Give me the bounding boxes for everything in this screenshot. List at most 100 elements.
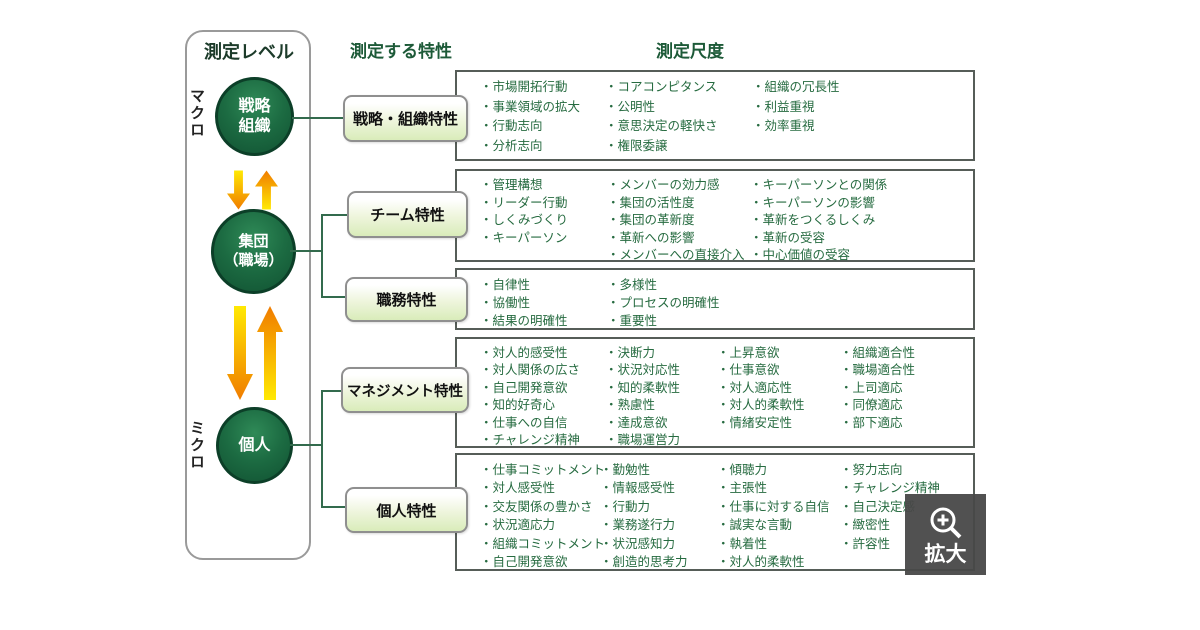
scale-item: ・許容性 bbox=[840, 536, 891, 551]
scale-item: ・勤勉性 bbox=[600, 463, 651, 477]
scale-item: ・自己開発意欲 bbox=[480, 380, 568, 395]
scale-item: ・コアコンピタンス bbox=[605, 80, 718, 94]
scale-box-management: ・対人的感受性・対人関係の広さ・自己開発意欲・知的好奇心・仕事への自信・チャレン… bbox=[455, 337, 975, 448]
scale-box-team: ・管理構想・リーダー行動・しくみづくり・キーパーソン・メンバーの効力感・集団の活… bbox=[455, 169, 975, 262]
scale-column: ・決断力・状況対応性・知的柔軟性・熟慮性・達成意欲・職場運営力 bbox=[605, 345, 680, 449]
micro-label: ミクロ bbox=[188, 420, 205, 471]
scale-item: ・革新の受容 bbox=[750, 230, 826, 245]
scale-column: ・仕事コミットメント・対人感受性・交友関係の豊かさ・状況適応力・組織コミットメン… bbox=[480, 461, 605, 571]
scale-column: ・傾聴力・主張性・仕事に対する自信・誠実な言動・執着性・対人的柔軟性 bbox=[717, 461, 830, 571]
scale-item: ・情報感受性 bbox=[600, 481, 676, 496]
scale-column: ・市場開拓行動・事業領域の拡大・行動志向・分析志向 bbox=[480, 78, 580, 156]
scale-column: ・組織の冗長性・利益重視・効率重視 bbox=[752, 78, 840, 137]
scale-item: ・決断力 bbox=[605, 346, 656, 360]
trait-box-management: マネジメント特性 bbox=[341, 367, 469, 413]
scale-item: ・交友関係の豊かさ bbox=[480, 499, 593, 514]
scale-item: ・状況感知力 bbox=[600, 536, 676, 551]
scale-item: ・リーダー行動 bbox=[480, 195, 568, 210]
node-label: 戦略 bbox=[238, 97, 271, 115]
scale-header: 測定尺度 bbox=[656, 42, 724, 61]
scale-item: ・職場適合性 bbox=[840, 363, 916, 378]
trait-box-individual: 個人特性 bbox=[345, 487, 468, 533]
trait-box-job: 職務特性 bbox=[345, 277, 468, 322]
magnifier-plus-icon bbox=[930, 507, 961, 539]
scale-item: ・公明性 bbox=[605, 99, 656, 114]
scale-item: ・管理構想 bbox=[480, 178, 543, 192]
scale-column: ・自律性・協働性・結果の明確性 bbox=[480, 276, 568, 330]
scale-item: ・キーパーソン bbox=[480, 230, 568, 245]
scale-column: ・コアコンピタンス・公明性・意思決定の軽快さ・権限委譲 bbox=[605, 78, 718, 156]
scale-item: ・仕事に対する自信 bbox=[717, 499, 830, 514]
scale-item: ・対人的柔軟性 bbox=[717, 555, 805, 570]
connector-line bbox=[292, 117, 343, 119]
zoom-button-label: 拡大 bbox=[924, 543, 967, 566]
trait-box-team: チーム特性 bbox=[347, 191, 468, 238]
connector-line bbox=[321, 214, 348, 216]
connector-line bbox=[321, 390, 323, 508]
scale-item: ・対人的柔軟性 bbox=[717, 398, 805, 413]
scale-item: ・効率重視 bbox=[752, 119, 815, 133]
scale-item: ・仕事への自信 bbox=[480, 415, 568, 430]
scale-item: ・集団の活性度 bbox=[607, 195, 695, 210]
scale-item: ・達成意欲 bbox=[605, 415, 668, 430]
zoom-expand-button[interactable]: 拡大 bbox=[905, 494, 986, 575]
scale-item: ・業務遂行力 bbox=[600, 518, 676, 533]
scale-item: ・分析志向 bbox=[480, 138, 543, 153]
scale-item: ・革新への影響 bbox=[607, 230, 695, 245]
down-arrow-icon bbox=[227, 306, 253, 400]
scale-box-individual: ・仕事コミットメント・対人感受性・交友関係の豊かさ・状況適応力・組織コミットメン… bbox=[455, 453, 975, 571]
scale-column: ・組織適合性・職場適合性・上司適応・同僚適応・部下適応 bbox=[840, 345, 915, 432]
node-label: 個人 bbox=[238, 436, 271, 454]
scale-column: ・上昇意欲・仕事意欲・対人適応性・対人的柔軟性・情緒安定性 bbox=[717, 345, 805, 432]
scale-item: ・状況適応力 bbox=[480, 518, 556, 533]
level-node-group-workplace: 集団 （職場） bbox=[211, 209, 296, 294]
scale-item: ・メンバーの効力感 bbox=[607, 178, 720, 192]
scale-item: ・権限委譲 bbox=[605, 138, 668, 153]
scale-item: ・創造的思考力 bbox=[600, 555, 688, 570]
scale-item: ・対人適応性 bbox=[717, 380, 793, 395]
scale-item: ・行動志向 bbox=[480, 119, 543, 133]
scale-item: ・市場開拓行動 bbox=[480, 80, 568, 94]
up-arrow-icon bbox=[257, 306, 283, 400]
scale-item: ・執着性 bbox=[717, 536, 768, 551]
level-node-strategy-organization: 戦略 組織 bbox=[215, 77, 294, 156]
scale-item: ・自律性 bbox=[480, 278, 531, 292]
scale-item: ・チャレンジ精神 bbox=[840, 481, 940, 496]
down-arrow-icon bbox=[227, 170, 250, 210]
connector-line bbox=[321, 296, 346, 298]
scale-item: ・多様性 bbox=[607, 278, 658, 292]
scale-item: ・組織の冗長性 bbox=[752, 80, 840, 94]
scale-item: ・努力志向 bbox=[840, 463, 903, 477]
scale-item: ・状況対応性 bbox=[605, 363, 681, 378]
scale-item: ・仕事意欲 bbox=[717, 363, 780, 378]
scale-item: ・熟慮性 bbox=[605, 398, 656, 413]
level-header: 測定レベル bbox=[204, 42, 294, 62]
scale-item: ・上司適応 bbox=[840, 380, 903, 395]
trait-header: 測定する特性 bbox=[350, 42, 452, 61]
macro-label: マクロ bbox=[188, 88, 205, 139]
scale-item: ・チャレンジ精神 bbox=[480, 433, 580, 448]
scale-item: ・対人関係の広さ bbox=[480, 363, 581, 378]
scale-item: ・対人的感受性 bbox=[480, 346, 568, 360]
scale-item: ・仕事コミットメント bbox=[480, 463, 606, 477]
scale-item: ・誠実な言動 bbox=[717, 518, 793, 533]
scale-item: ・協働性 bbox=[480, 296, 531, 310]
scale-column: ・勤勉性・情報感受性・行動力・業務遂行力・状況感知力・創造的思考力 bbox=[600, 461, 688, 571]
scale-column: ・努力志向・チャレンジ精神・自己決定感・緻密性・許容性 bbox=[840, 461, 940, 553]
connector-line bbox=[321, 390, 342, 392]
scale-item: ・行動力 bbox=[600, 499, 651, 514]
scale-box-job: ・自律性・協働性・結果の明確性・多様性・プロセスの明確性・重要性 bbox=[455, 268, 975, 330]
scale-box-strategy-organization: ・市場開拓行動・事業領域の拡大・行動志向・分析志向・コアコンピタンス・公明性・意… bbox=[455, 70, 975, 161]
scale-item: ・事業領域の拡大 bbox=[480, 99, 581, 114]
scale-item: ・同僚適応 bbox=[840, 398, 903, 413]
up-arrow-icon bbox=[255, 170, 278, 210]
node-label: （職場） bbox=[223, 251, 284, 269]
scale-item: ・部下適応 bbox=[840, 415, 903, 430]
scale-item: ・主張性 bbox=[717, 481, 768, 496]
scale-item: ・組織適合性 bbox=[840, 346, 916, 360]
scale-item: ・重要性 bbox=[607, 314, 658, 328]
scale-column: ・多様性・プロセスの明確性・重要性 bbox=[607, 276, 720, 330]
connector-line bbox=[290, 444, 322, 446]
scale-item: ・組織コミットメント bbox=[480, 536, 606, 551]
